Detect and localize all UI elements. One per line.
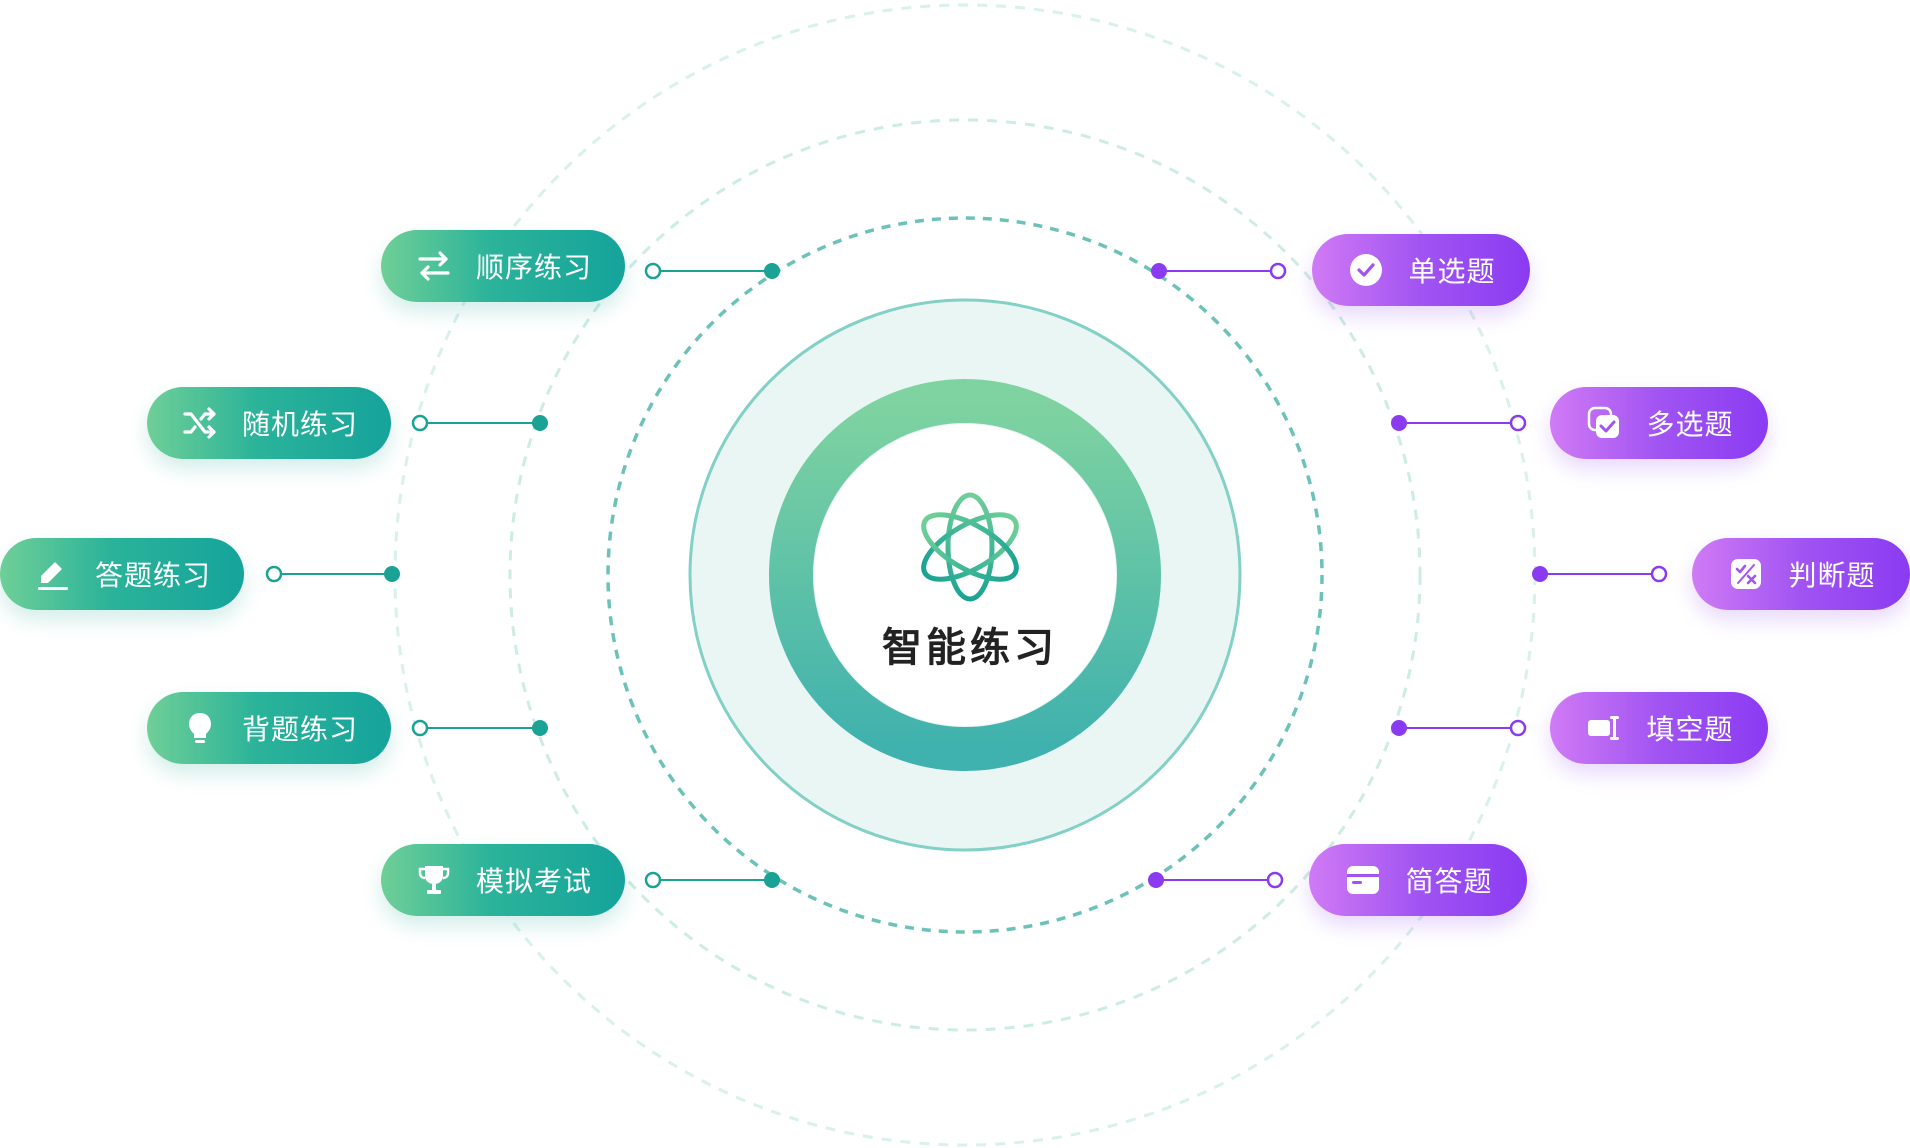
connector-open-dot xyxy=(411,414,429,432)
connector-open-dot xyxy=(411,719,429,737)
connector-open-dot xyxy=(1269,262,1287,280)
connector-open-dot xyxy=(644,871,662,889)
sequence-arrows-icon xyxy=(414,246,454,286)
type-label: 多选题 xyxy=(1646,408,1734,441)
type-short-answer-button[interactable]: 简答题 xyxy=(1309,844,1527,916)
type-fill-blank-button[interactable]: 填空题 xyxy=(1550,692,1768,764)
left-open-dots xyxy=(265,262,662,889)
pen-icon xyxy=(33,554,73,594)
connector-open-dot xyxy=(1266,871,1284,889)
trophy-icon xyxy=(414,860,454,900)
connector-solid-dot xyxy=(1391,720,1407,736)
lightbulb-icon xyxy=(180,708,220,748)
connector-solid-dot xyxy=(532,720,548,736)
middle-ring xyxy=(508,118,1422,1032)
inner-ring xyxy=(606,216,1324,934)
connector-solid-dot xyxy=(1151,263,1167,279)
connector-open-dot xyxy=(1650,565,1668,583)
connector-solid-dot xyxy=(764,263,780,279)
connector-solid-dot xyxy=(1532,566,1548,582)
right-connectors xyxy=(1156,270,1659,881)
true-false-icon xyxy=(1726,554,1766,594)
mode-random-practice-button[interactable]: 随机练习 xyxy=(147,387,391,459)
type-label: 简答题 xyxy=(1405,865,1493,898)
left-solid-dots xyxy=(384,263,780,888)
right-open-dots xyxy=(1266,262,1668,889)
mode-label: 答题练习 xyxy=(94,559,211,592)
connector-solid-dot xyxy=(1391,415,1407,431)
mode-memorize-practice-button[interactable]: 背题练习 xyxy=(147,692,391,764)
connector-solid-dot xyxy=(1148,872,1164,888)
core-donut xyxy=(769,379,1161,771)
shuffle-icon xyxy=(180,403,220,443)
fill-blank-icon xyxy=(1584,708,1624,748)
mode-label: 顺序练习 xyxy=(475,251,592,284)
type-true-false-button[interactable]: 判断题 xyxy=(1692,538,1910,610)
mode-label: 模拟考试 xyxy=(475,865,592,898)
atom-icon xyxy=(921,492,1019,602)
connector-open-dot xyxy=(644,262,662,280)
connector-solid-dot xyxy=(384,566,400,582)
mode-answer-practice-button[interactable]: 答题练习 xyxy=(0,538,244,610)
check-circle-icon xyxy=(1346,250,1386,290)
mode-mock-exam-button[interactable]: 模拟考试 xyxy=(381,844,625,916)
type-single-choice-button[interactable]: 单选题 xyxy=(1312,234,1530,306)
connector-solid-dot xyxy=(532,415,548,431)
center-title: 智能练习 xyxy=(882,625,1058,671)
type-label: 填空题 xyxy=(1646,713,1734,746)
card-icon xyxy=(1343,860,1383,900)
connector-open-dot xyxy=(1509,414,1527,432)
mode-sequential-practice-button[interactable]: 顺序练习 xyxy=(381,230,625,302)
right-solid-dots xyxy=(1148,263,1548,888)
type-label: 单选题 xyxy=(1408,255,1496,288)
mode-label: 随机练习 xyxy=(241,408,358,441)
connector-open-dot xyxy=(1509,719,1527,737)
mode-label: 背题练习 xyxy=(241,713,358,746)
connector-solid-dot xyxy=(764,872,780,888)
multi-check-icon xyxy=(1584,403,1624,443)
connector-open-dot xyxy=(265,565,283,583)
type-multiple-choice-button[interactable]: 多选题 xyxy=(1550,387,1768,459)
type-label: 判断题 xyxy=(1788,559,1876,592)
left-connectors xyxy=(274,270,772,881)
